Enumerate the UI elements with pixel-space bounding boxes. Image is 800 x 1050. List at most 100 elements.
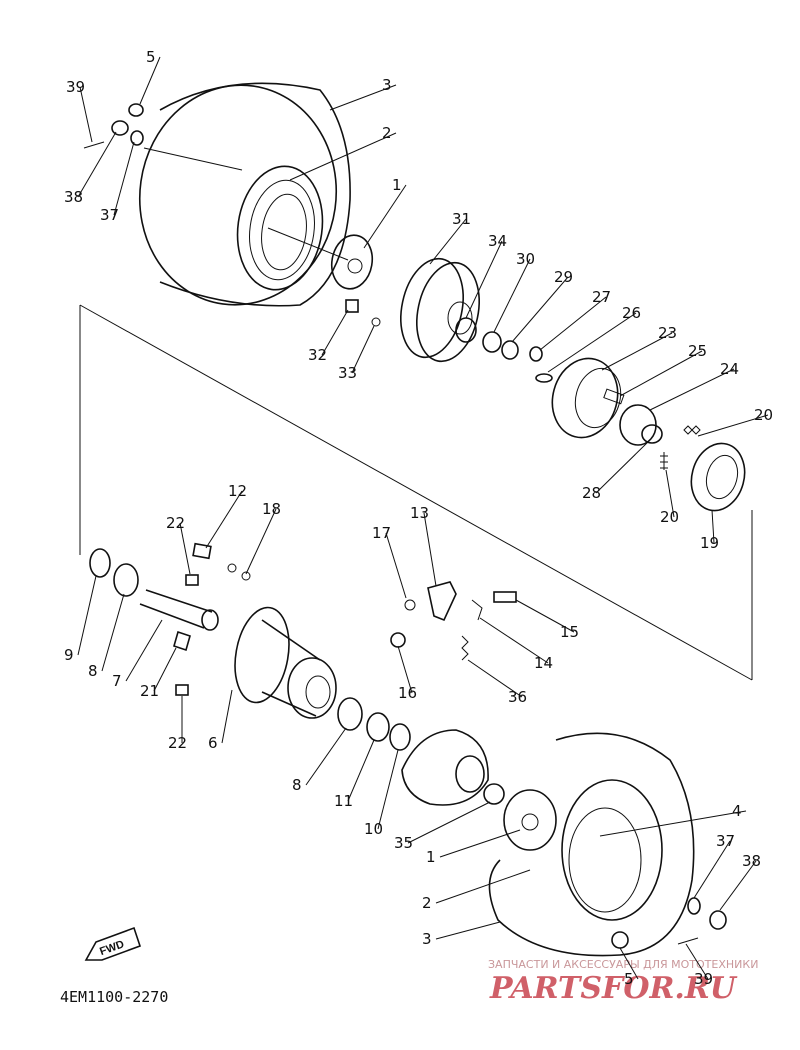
leader-line-p5b: [619, 947, 639, 980]
leader-line-p37a: [113, 141, 135, 216]
part-number-label: 27: [592, 288, 611, 306]
leader-line-p6: [221, 689, 233, 744]
part-number-label: 5: [624, 970, 634, 988]
part-number-label: 22: [166, 514, 185, 532]
part-number-label: 21: [140, 682, 159, 700]
part-number-label: 8: [292, 776, 302, 794]
leader-line-p36: [467, 659, 523, 698]
leader-line-p1b: [439, 829, 521, 858]
part-number-label: 17: [372, 524, 391, 542]
part-number-label: 1: [392, 176, 402, 194]
part-number-label: 8: [88, 662, 98, 680]
leader-line-p39a: [79, 86, 93, 143]
part-number-label: 29: [554, 268, 573, 286]
part-number-label: 9: [64, 646, 74, 664]
fwd-label: FWD: [98, 938, 126, 958]
leader-line-p8b: [305, 727, 347, 786]
leader-line-p17: [385, 532, 407, 599]
part-number-label: 38: [64, 188, 83, 206]
fwd-arrow: FWD: [84, 926, 142, 961]
leader-line-p39b: [685, 943, 709, 980]
part-number-label: 1: [426, 848, 436, 866]
leader-line-p18: [245, 508, 277, 575]
leader-lines: [77, 56, 769, 980]
leader-line-p19: [711, 509, 715, 544]
part-number-label: 39: [694, 970, 713, 988]
lower-tire-assembly: [488, 732, 695, 957]
leader-line-p25: [619, 350, 703, 397]
final-gear-case: [401, 729, 505, 806]
leader-line-p21: [153, 647, 177, 692]
leader-line-p31: [429, 218, 467, 265]
springs-20: [660, 425, 701, 470]
part-number-label: 4: [732, 802, 742, 820]
part-number-label: 5: [146, 48, 156, 66]
leader-line-p12: [205, 490, 243, 549]
leader-line-p29: [511, 276, 569, 343]
leader-line-p37b: [693, 840, 731, 899]
part-number-label: 3: [382, 76, 392, 94]
part-number-label: 37: [100, 206, 119, 224]
part-number-label: 38: [742, 852, 761, 870]
part-number-label: 19: [700, 534, 719, 552]
part-number-label: 26: [622, 304, 641, 322]
leader-line-p22a: [179, 522, 191, 575]
leader-line-p16: [397, 645, 413, 694]
part-number-label: 20: [754, 406, 773, 424]
leader-line-p26: [547, 312, 637, 373]
leader-line-p3b: [435, 921, 501, 940]
axle-nut-top: [83, 103, 144, 149]
part-number-label: 32: [308, 346, 327, 364]
upper-tire-assembly: [138, 82, 351, 307]
part-number-label: 13: [410, 504, 429, 522]
part-number-label: 30: [516, 250, 535, 268]
leader-line-p23: [601, 332, 673, 371]
watermark-tagline: ЗАПЧАСТИ И АКСЕССУАРЫ ДЛЯ МОТОТЕХНИКИ: [488, 958, 758, 971]
leader-line-p24: [649, 368, 735, 411]
assembly-reference-lines: [79, 147, 753, 681]
leader-line-p15: [515, 599, 575, 633]
leader-line-p7: [125, 619, 163, 682]
part-number-label: 34: [488, 232, 507, 250]
brake-drum: [400, 257, 480, 363]
part-number-label: 24: [720, 360, 739, 378]
leader-line-p30: [493, 258, 531, 333]
leader-line-p1a: [363, 184, 407, 249]
leader-line-p38a: [77, 131, 117, 198]
brake-plate: [551, 357, 622, 439]
part-number-label: 16: [398, 684, 417, 702]
brake-cam-arm: [390, 581, 517, 661]
leader-line-p2b: [435, 869, 531, 904]
leader-line-p28: [595, 439, 651, 494]
part-number-label: 36: [508, 688, 527, 706]
leader-line-p34: [465, 240, 503, 319]
part-number-label: 31: [452, 210, 471, 228]
hub-flange-24: [603, 388, 663, 446]
part-number-label: 22: [168, 734, 187, 752]
part-number-label: 25: [688, 342, 707, 360]
leader-line-p13: [423, 512, 437, 587]
leader-line-p2a: [289, 132, 397, 181]
lower-bearing-stack: [337, 697, 411, 751]
part-number-label: 37: [716, 832, 735, 850]
part-number-label: 33: [338, 364, 357, 382]
part-number-label: 28: [582, 484, 601, 502]
leader-line-p20a: [697, 414, 769, 437]
watermark-brand: PARTSFOR.RU: [489, 971, 738, 1006]
part-number-label: 2: [422, 894, 432, 912]
axle-assembly: [89, 542, 337, 719]
part-number-label: 6: [208, 734, 218, 752]
leader-line-p4: [599, 810, 747, 837]
bolt-32: [345, 299, 359, 313]
upper-hub: [330, 234, 374, 290]
leader-line-p9: [77, 575, 97, 656]
brake-shoe: [690, 442, 746, 512]
upper-bearing-stack: [455, 317, 553, 383]
leader-line-p11: [347, 739, 375, 802]
leader-line-p32: [321, 309, 349, 356]
part-number-label: 3: [422, 930, 432, 948]
lower-axle-nut: [611, 897, 727, 949]
part-number-label: 35: [394, 834, 413, 852]
